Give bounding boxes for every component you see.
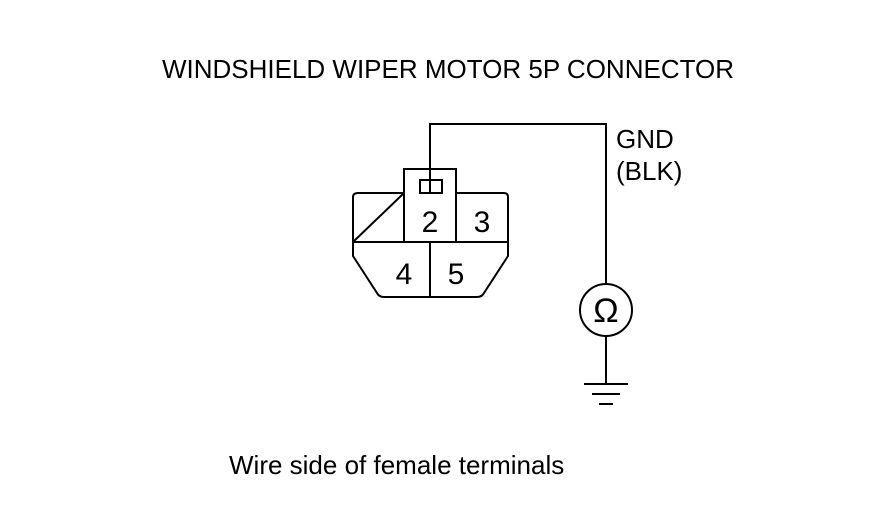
ohm-symbol: Ω	[593, 292, 618, 330]
wire-color-label: (BLK)	[616, 156, 682, 186]
unused-cavity-mark	[352, 192, 405, 243]
connector-housing	[352, 168, 509, 298]
terminal-5-label: 5	[448, 258, 465, 291]
test-lead	[429, 123, 607, 384]
probe-wire	[429, 123, 607, 284]
gnd-label: GND	[616, 124, 674, 154]
terminal-2-label: 2	[422, 206, 439, 239]
ohmmeter-icon: Ω	[579, 283, 633, 337]
diagram-caption: Wire side of female terminals	[229, 450, 565, 480]
terminal-3-label: 3	[474, 206, 491, 239]
ground-icon	[584, 383, 628, 405]
terminal-4-label: 4	[396, 258, 413, 291]
diagram-title: WINDSHIELD WIPER MOTOR 5P CONNECTOR	[161, 54, 735, 84]
